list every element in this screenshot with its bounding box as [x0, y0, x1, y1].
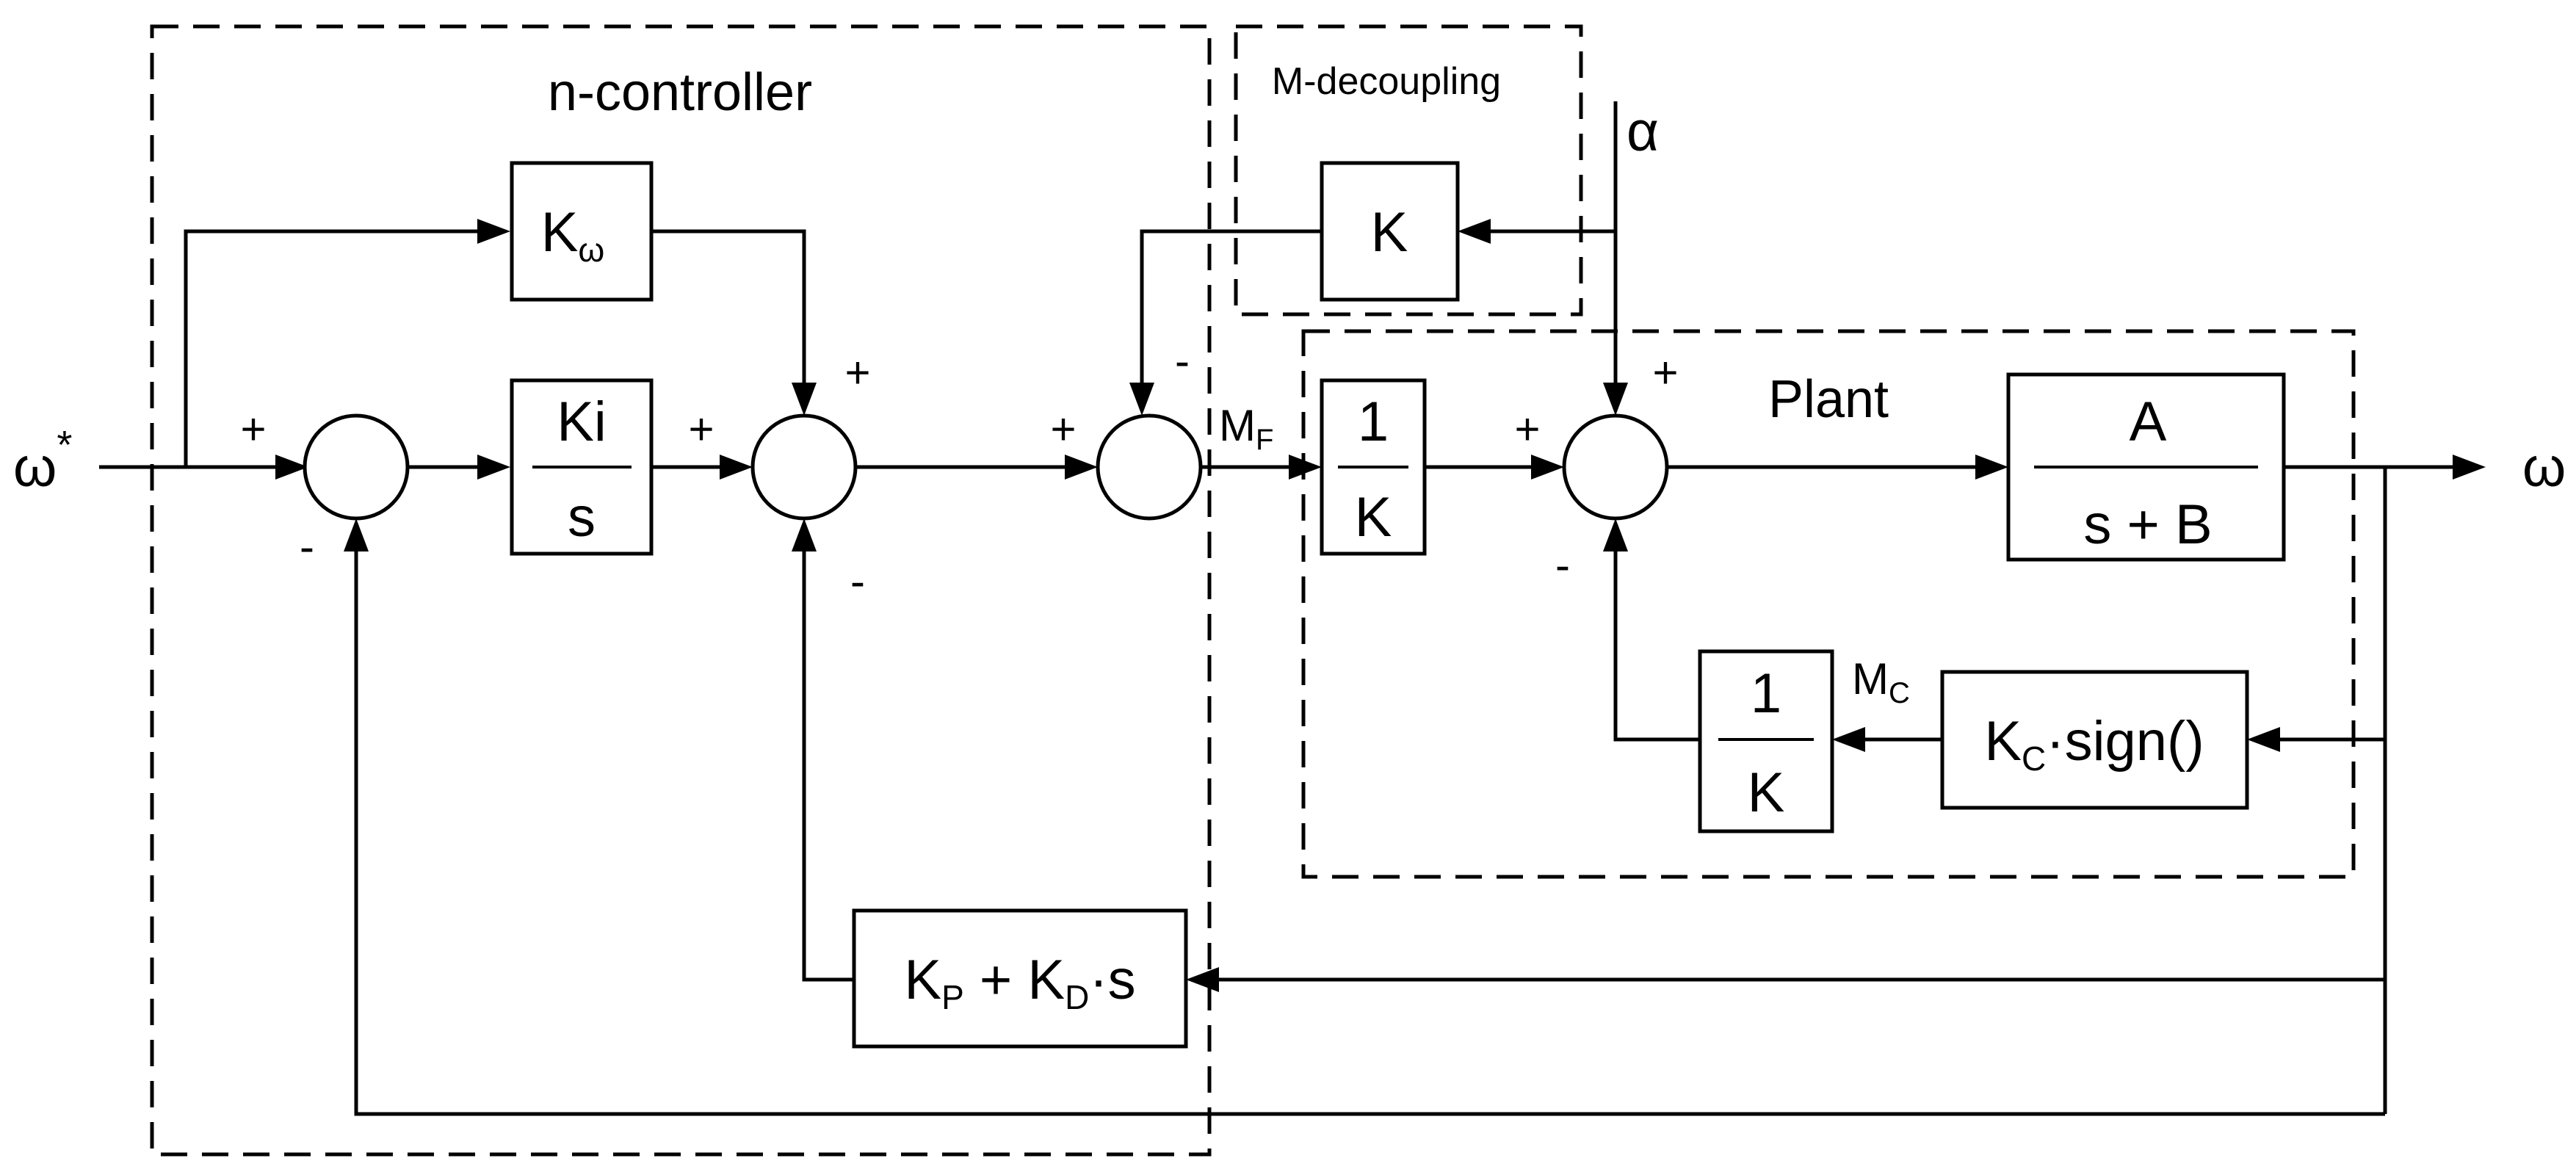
sum4-top-sign: +: [1652, 348, 1678, 397]
alpha-label: α: [1627, 101, 1659, 163]
k-omega-out-wire: [651, 229, 806, 395]
sum4-left-sign: +: [1514, 405, 1540, 454]
mc-label: MC: [1852, 654, 1910, 709]
m-decoupling-frame: [1234, 24, 1583, 316]
pd-label: KP + KD·s: [904, 949, 1135, 1016]
sum2-bottom-sign: -: [850, 557, 865, 606]
plant-transfer-denominator: s + B: [2083, 493, 2212, 556]
arrowhead-plant-in: [1975, 455, 2008, 480]
outer-feedback-wire: [354, 532, 2385, 1116]
output-omega-label: ω: [2522, 436, 2566, 499]
friction-label: KC·sign(): [1984, 710, 2204, 778]
arrowhead-decoupling-in: [1458, 219, 1491, 244]
integrator-denominator: s: [568, 486, 596, 549]
arrowhead-output: [2453, 455, 2486, 480]
input-omega-star-label: ω*: [13, 423, 72, 499]
friction-block: [1940, 670, 2249, 810]
arrowhead-k-omega-in: [477, 219, 510, 244]
feedforward-wire: [184, 229, 477, 467]
arrowhead-sum3-left: [1065, 455, 1098, 480]
friction-to-sum4-wire: [1613, 532, 1700, 742]
sum3-left-sign: +: [1050, 405, 1076, 454]
arrowhead-friction-inverse-in: [1832, 727, 1865, 752]
inverse-gain-friction-numerator: 1: [1751, 662, 1781, 725]
plant-transfer-numerator: A: [2130, 391, 2167, 453]
mf-label: MF: [1219, 401, 1273, 456]
arrowhead-inverse-gain-in: [1289, 455, 1322, 480]
n-controller-frame: [150, 24, 1212, 1157]
arrowhead-sum4-left: [1531, 455, 1564, 480]
sum-junction-4: [1562, 413, 1669, 521]
plant-frame: [1301, 329, 2356, 879]
arrowhead-integrator-in: [477, 455, 510, 480]
arrowhead-sum4-top: [1603, 383, 1628, 416]
decoupling-to-sum3-wire: [1140, 229, 1322, 402]
arrowhead-sum2-bottom: [792, 518, 817, 551]
inverse-gain-plant-denominator: K: [1355, 486, 1392, 549]
arrowhead-sum2-left: [720, 455, 753, 480]
decoupling-gain-block: [1320, 161, 1460, 302]
k-omega-block: [510, 161, 654, 302]
sum-junction-1: [303, 413, 410, 521]
inverse-gain-plant-numerator: 1: [1358, 391, 1389, 453]
n-controller-label: n-controller: [548, 63, 812, 122]
sum3-top-sign: -: [1175, 336, 1190, 386]
sum2-top-sign: +: [844, 348, 870, 397]
arrowhead-sum3-top: [1129, 383, 1154, 416]
sum-junction-3: [1096, 413, 1203, 521]
integrator-numerator: Ki: [557, 391, 607, 453]
arrowhead-pd-in: [1186, 967, 1219, 992]
m-decoupling-label: M-decoupling: [1272, 60, 1501, 103]
sum4-bottom-sign: -: [1555, 540, 1570, 590]
sum1-bottom-sign: -: [300, 522, 314, 571]
inverse-gain-friction-block: [1698, 649, 1834, 833]
sum-junction-2: [750, 413, 858, 521]
arrowhead-friction-in: [2247, 727, 2280, 752]
arrowhead-sum1-left: [275, 455, 308, 480]
k-omega-label: Kω: [541, 201, 605, 269]
pd-to-sum2-wire: [802, 532, 854, 982]
arrowhead-sum4-bottom: [1603, 518, 1628, 551]
sum2-left-sign: +: [688, 405, 714, 454]
inverse-gain-friction-denominator: K: [1748, 762, 1785, 824]
sum1-left-sign: +: [240, 405, 266, 454]
decoupling-gain-label: K: [1371, 201, 1408, 264]
plant-label: Plant: [1768, 370, 1889, 429]
arrowhead-sum1-bottom: [344, 518, 369, 551]
arrowhead-sum2-top: [792, 383, 817, 416]
pd-block: [852, 908, 1188, 1049]
